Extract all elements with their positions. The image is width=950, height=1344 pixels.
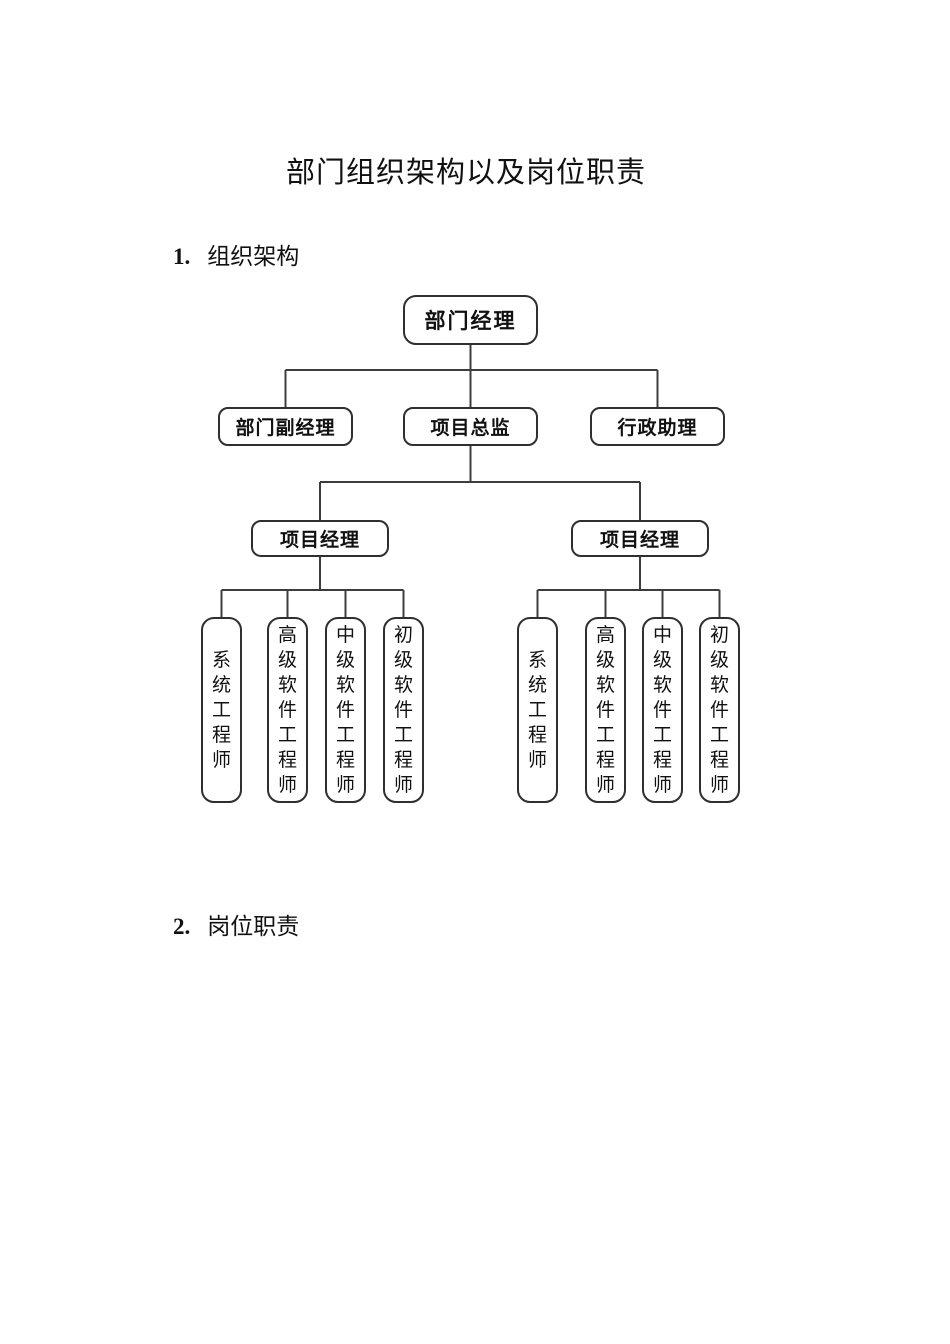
node-project-manager-left: 项目经理 — [251, 520, 389, 557]
section-1-heading: 1. 组织架构 — [173, 237, 299, 271]
section-1-label: 组织架构 — [207, 244, 300, 269]
node-system-engineer-right: 系统工程师 — [517, 617, 558, 803]
node-admin-assistant: 行政助理 — [590, 407, 725, 446]
node-mid-software-engineer-left: 中级软件工程师 — [325, 617, 366, 803]
section-1-number: 1. — [173, 244, 191, 269]
node-junior-software-engineer-left: 初级软件工程师 — [383, 617, 424, 803]
section-2-number: 2. — [173, 914, 191, 939]
node-senior-software-engineer-right: 高级软件工程师 — [585, 617, 626, 803]
node-department-manager: 部门经理 — [403, 295, 538, 345]
section-2-heading: 2. 岗位职责 — [173, 907, 299, 941]
document-title: 部门组织架构以及岗位职责 — [285, 157, 646, 189]
node-deputy-department-manager: 部门副经理 — [218, 407, 353, 446]
node-project-director: 项目总监 — [403, 407, 538, 446]
node-junior-software-engineer-right: 初级软件工程师 — [699, 617, 740, 803]
node-mid-software-engineer-right: 中级软件工程师 — [642, 617, 683, 803]
node-project-manager-right: 项目经理 — [571, 520, 709, 557]
node-senior-software-engineer-left: 高级软件工程师 — [267, 617, 308, 803]
node-system-engineer-left: 系统工程师 — [201, 617, 242, 803]
section-2-label: 岗位职责 — [207, 914, 300, 939]
